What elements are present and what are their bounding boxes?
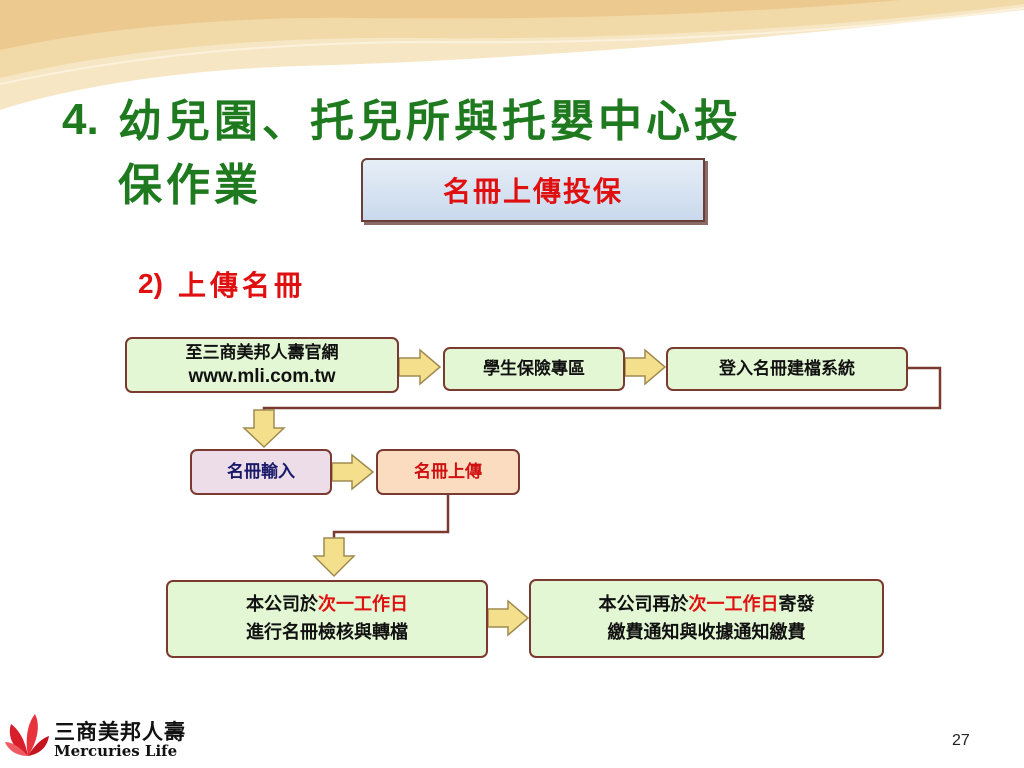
step-student-insurance-zone: 學生保險專區	[443, 347, 625, 391]
arrow-right-icon	[398, 348, 442, 386]
arrow-right-icon	[331, 453, 375, 491]
title-number: 4.	[62, 95, 99, 144]
company-name-english: Mercuries Life	[54, 742, 178, 760]
arrow-down-icon	[242, 409, 286, 449]
step-verification-line-2: 進行名冊檢核與轉檔	[246, 622, 408, 643]
company-name-chinese: 三商美邦人壽	[54, 720, 186, 744]
step-payment-notice-line-1: 本公司再於次一工作日寄發	[598, 593, 815, 615]
next-working-day-highlight: 次一工作日	[688, 593, 779, 615]
step-login-system: 登入名冊建檔系統	[666, 347, 908, 391]
step-visit-website: 至三商美邦人壽官網 www.mli.com.tw	[125, 337, 399, 393]
connector-line-middle	[332, 495, 450, 542]
step-visit-website-text: 至三商美邦人壽官網	[185, 343, 339, 363]
page-title-line-1: 幼兒園、托兒所與托嬰中心投	[118, 96, 742, 147]
step-roster-input-text: 名冊輸入	[227, 462, 295, 482]
section-badge-label: 名冊上傳投保	[442, 175, 623, 208]
step-verification-line-1: 本公司於次一工作日	[246, 594, 408, 615]
step-payment-notice-line-2: 繳費通知與收據通知繳費	[607, 621, 806, 643]
subtitle-text: 上傳名冊	[178, 269, 307, 302]
step-payment-notice: 本公司再於次一工作日寄發 繳費通知與收據通知繳費	[529, 579, 884, 658]
step-login-system-text: 登入名冊建檔系統	[719, 359, 855, 379]
subtitle-number: 2)	[138, 268, 163, 299]
page-number: 27	[952, 732, 970, 749]
step-roster-upload: 名冊上傳	[376, 449, 520, 495]
header-wave-decoration	[0, 0, 1024, 114]
company-logo-icon	[5, 714, 49, 756]
arrow-down-icon	[312, 537, 356, 578]
section-badge: 名冊上傳投保	[361, 158, 705, 222]
website-url: www.mli.com.tw	[188, 366, 336, 387]
step-roster-input: 名冊輸入	[190, 449, 332, 495]
arrow-right-icon	[624, 348, 667, 386]
next-working-day-highlight: 次一工作日	[318, 594, 408, 615]
step-verification: 本公司於次一工作日 進行名冊檢核與轉檔	[166, 580, 488, 658]
arrow-right-icon	[487, 599, 530, 637]
step-student-insurance-zone-text: 學生保險專區	[483, 359, 585, 379]
step-roster-upload-text: 名冊上傳	[414, 462, 482, 482]
page-title-line-2: 保作業	[118, 160, 262, 211]
